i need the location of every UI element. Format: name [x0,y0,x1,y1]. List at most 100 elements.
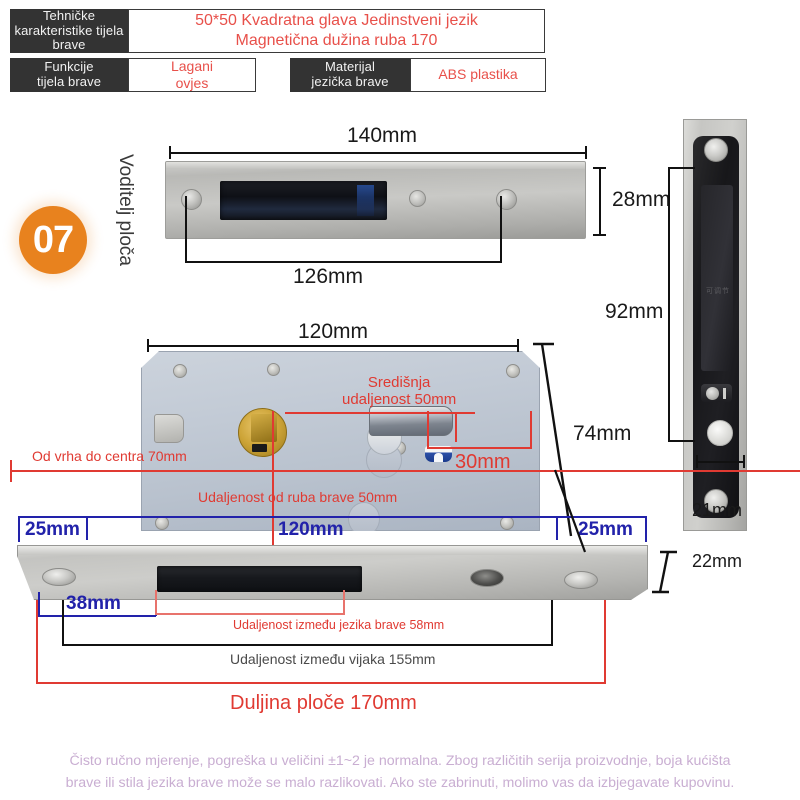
dim-line-126mm [185,261,502,263]
dim-line-58mm [155,613,345,615]
step-badge: 07 [19,206,87,274]
dim-line-22mm [652,550,677,594]
spec-material-value: ABS plastika [410,58,546,92]
strike-box-screw-hole-bottom [704,489,728,513]
dim-line-92mm [668,167,670,441]
dim-label-center-distance-line1: Središnja [367,374,431,391]
spec-function-label-line2: tijela brave [36,74,102,89]
spec-function-label: Funkcije tijela brave [10,58,128,92]
lock-body-screw-bl [155,516,169,530]
dim-tick-140mm-left [169,146,171,159]
spec-function-label-line1: Funkcije [44,59,94,75]
dim-label-140mm: 140mm [347,124,418,147]
dim-line-155mm [62,644,553,646]
dim-tick-155mm-left [62,600,64,646]
dim-label-faceplate-left-25mm: 25mm [25,519,80,540]
strike-box-molded-text: 可调节 [706,287,730,295]
dim-label-74mm: 74mm [573,422,632,445]
strike-plate-top-shadow [234,162,380,169]
lock-body-screw-br [500,516,514,530]
strike-plate-image [165,161,586,239]
dim-label-22mm: 22mm [692,551,743,571]
faceplate-hole-1 [42,568,76,586]
dim-line-170mm [36,682,606,684]
dim-line-center-distance [285,412,475,414]
lock-body-bolt [369,406,453,436]
dim-leader-126mm-right [500,196,502,262]
step-badge-number: 07 [32,218,74,261]
spec-function-value: Lagani ovjes [128,58,256,92]
dim-tick-21mm-right [743,455,745,468]
dim-label-58mm: Udaljenost između jezika brave 58mm [233,618,445,632]
strike-box-inner-panel [701,185,733,371]
dim-tick-170mm-left [36,600,38,684]
dim-tick-155mm-right [551,600,553,646]
dim-tick-58mm-left [155,590,157,614]
dim-tick-58mm-right [343,590,345,614]
faceplate-top-edge [18,546,647,555]
spec-function-value-line2: ovjes [175,75,209,91]
dim-rail-blue-top [18,516,647,518]
guide-plate-label-text: Voditelj ploča [115,154,136,266]
dim-tick-170mm-right [604,600,606,684]
strike-plate-slot [220,181,387,220]
dim-tick-92mm-top [668,167,695,169]
dim-30mm-center-mark [455,412,457,442]
dim-line-30mm [427,447,532,449]
spec-material-label: Materijal jezička brave [290,58,410,92]
strike-box-hex-nut [706,387,719,400]
disclaimer-line-1: Čisto ručno mjerenje, pogreška u veličin… [69,753,731,769]
dim-line-28mm [599,167,601,235]
spec-material-value-text: ABS plastika [438,66,518,83]
dim-label-center-distance: Središnja udaljenost 50mm [342,374,456,408]
dim-tick-top-to-center-left [10,460,12,482]
dim-tick-21mm-left [696,455,698,468]
spec-material-label-line2: jezička brave [311,74,389,89]
spec-row1-label: Tehničke karakteristike tijela brave [10,9,128,53]
dim-tick-lock-120mm-right [517,339,519,352]
dim-label-28mm: 28mm [612,188,671,211]
dim-line-edge-distance-vertical [272,411,274,556]
dim-tick-28mm-bottom [593,234,606,236]
spec-function-value-line1: Lagani [170,57,214,74]
spec-row1-value-line1: 50*50 Kvadratna glava Jedinstveni jezik [195,12,478,30]
spec-row1-value: 50*50 Kvadratna glava Jedinstveni jezik … [128,9,545,53]
dim-tick-92mm-bottom [668,440,695,442]
dim-line-21mm [696,461,745,463]
dim-leader-126mm-left [185,196,187,262]
dim-label-21mm: 21mm [692,500,743,520]
dim-label-lock-120mm: 120mm [298,320,369,343]
faceplate-hole-3 [564,571,598,589]
dim-label-92mm: 92mm [605,300,664,323]
dim-label-top-to-center: Od vrha do centra 70mm [32,448,187,464]
dim-label-170mm: Duljina ploče 170mm [230,692,417,714]
leader-line-lockbody-faceplate [553,469,587,553]
dim-label-38mm: 38mm [66,593,121,614]
faceplate-image [17,545,648,600]
strike-box-screw-hole-top [704,138,728,162]
strike-box-hex-slot [723,388,726,399]
faceplate-slot [157,566,362,592]
dim-line-lock-120mm [147,345,519,347]
spec-material-label-line1: Materijal [324,59,375,75]
dim-label-faceplate-right-25mm: 25mm [578,519,633,540]
spec-row1-value-line2: Magnetična dužina ruba 170 [235,32,438,49]
disclaimer-text: Čisto ručno mjerenje, pogreška u veličin… [0,750,800,794]
dim-30mm-left-leader [427,411,429,449]
dim-line-140mm [169,152,587,154]
strike-box-button [707,420,733,446]
lock-body-side-latch-tab [154,414,184,443]
dim-tick-25mm-left-inner [86,518,88,540]
spec-row1-label-line2: karakteristike tijela [14,22,124,38]
dim-tick-28mm-top [593,167,606,169]
lock-body-screw-tm [267,363,280,376]
guide-plate-label: Voditelj ploča [114,154,136,266]
lock-body-cylinder-notch [252,444,267,452]
spec-row1-label-line1: Tehničke [42,8,96,24]
dim-tick-lock-120mm-left [147,339,149,352]
dim-tick-38mm-left [38,592,40,616]
lock-body-screw-tr [506,364,520,378]
dim-30mm-right-leader [530,411,532,449]
disclaimer-line-2: brave ili stila jezika brave može se mal… [65,775,735,791]
